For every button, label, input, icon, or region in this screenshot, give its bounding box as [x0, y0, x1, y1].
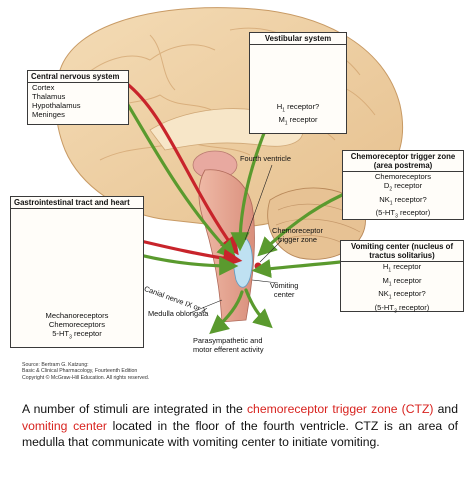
medulla-label: Medulla oblongata: [148, 309, 209, 318]
vc-receptor: (5-HT3 receptor): [374, 302, 430, 315]
ctz-box: Chemoreceptor trigger zone(area postrema…: [342, 150, 464, 220]
leader-lines: [189, 164, 283, 314]
gi-title: Gastrointestinal tract and heart: [11, 197, 143, 209]
vestibular-title: Vestibular system: [250, 33, 346, 45]
arrow-ctz-box: [257, 193, 344, 257]
cns-line: Hypothalamus: [32, 101, 81, 110]
vestibular-box: Vestibular system H1 receptor? M1 recept…: [249, 32, 347, 134]
ctz-title: Chemoreceptor trigger zone(area postrema…: [343, 151, 463, 172]
vestibular-receptor: H1 receptor?: [276, 101, 320, 114]
cns-line: Meninges: [32, 110, 65, 119]
gi-line: Chemoreceptors: [48, 320, 106, 330]
source-credit: Source: Bertram G. Katzung: Basic & Clin…: [22, 362, 150, 381]
ctz-receptor: (5-HT3 receptor): [375, 208, 431, 220]
gi-line: Mechanoreceptors: [45, 311, 109, 321]
vestibular-receptor: M1 receptor: [278, 115, 318, 127]
vomiting-center-highlight: vomiting center: [22, 418, 107, 433]
ctz-receptor: Chemoreceptors: [374, 172, 432, 181]
gi-box: Gastrointestinal tract and heart Mechano…: [10, 196, 144, 348]
gi-receptor: 5-HT3 receptor: [52, 329, 102, 341]
vc-receptor: NK1 receptor?: [378, 289, 426, 301]
ctz-highlight: chemoreceptor trigger zone (CTZ): [246, 402, 434, 416]
cns-line: Cortex: [32, 83, 55, 92]
cns-line: Thalamus: [32, 92, 66, 101]
ctz-receptor: NK1 receptor?: [379, 194, 427, 207]
arrow-cns-green: [120, 93, 237, 260]
arrow-vc: [251, 258, 342, 279]
fourth-ventricle-label: Fourth ventricle: [240, 154, 291, 163]
vc-receptor: M1 receptor: [382, 275, 422, 288]
cns-title: Central nervous system: [28, 71, 128, 83]
caption: A number of stimuli are integrated in th…: [22, 402, 458, 450]
arrow-efferent-2: [244, 288, 273, 329]
arrow-efferent: [209, 290, 244, 335]
arrow-cns: [120, 78, 239, 256]
cns-box: Central nervous system Cortex Thalamus H…: [27, 70, 129, 125]
ctz-receptor: D2 receptor: [383, 181, 423, 193]
vc-receptor: H1 receptor: [382, 262, 422, 274]
